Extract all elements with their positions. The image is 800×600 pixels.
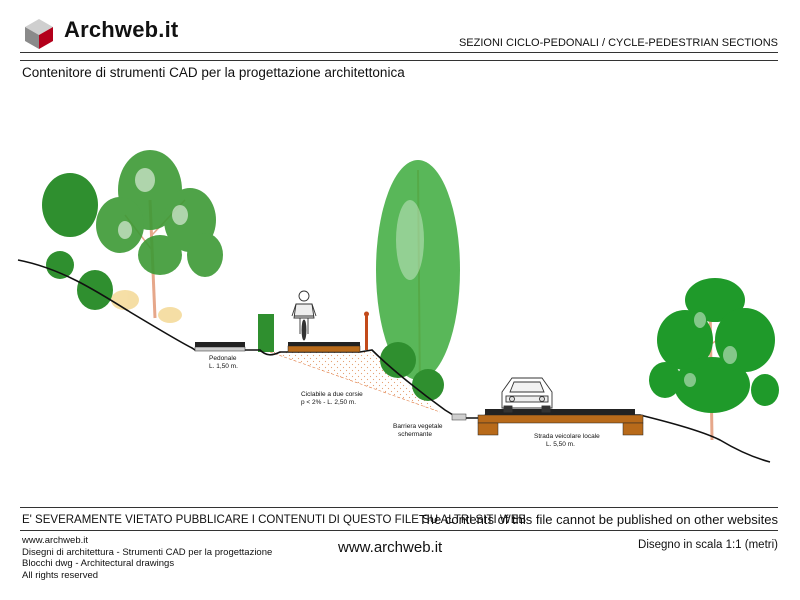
road-section: [451, 409, 644, 436]
footer-credit-line: All rights reserved: [22, 569, 99, 581]
drawing-scale: Disegno in scala 1:1 (metri): [638, 539, 778, 551]
header-divider: [20, 52, 778, 53]
footer-credits: www.archweb.it Disegni di architettura -…: [22, 535, 272, 581]
svg-text:L. 1,50 m.: L. 1,50 m.: [209, 363, 238, 370]
left-slope-trees: [42, 150, 274, 352]
header-divider-lower: [20, 60, 778, 61]
cyclist-figure: [291, 290, 317, 341]
svg-text:p < 2% - L. 2,50 m.: p < 2% - L. 2,50 m.: [301, 399, 356, 406]
label-strada: Strada veicolare locale L. 5,50 m.: [534, 433, 600, 448]
svg-text:L. 5,50 m.: L. 5,50 m.: [546, 441, 575, 448]
sidewalk-section: [194, 342, 246, 352]
footer-website-link[interactable]: www.archweb.it: [338, 539, 443, 556]
svg-text:Barriera vegetale: Barriera vegetale: [393, 423, 443, 430]
page-subtitle: Contenitore di strumenti CAD per la prog…: [22, 65, 405, 80]
footer-credit-line: Disegni di architettura - Strumenti CAD …: [22, 546, 273, 558]
cycle-path-section: [287, 311, 369, 353]
right-tree: [649, 278, 779, 441]
svg-text:schermante: schermante: [398, 431, 432, 438]
label-ciclabile: Ciclabile a due corsie p < 2% - L. 2,50 …: [301, 391, 363, 406]
brand-name: Archweb.it: [64, 17, 179, 42]
footer-credit-line[interactable]: www.archweb.it: [22, 535, 88, 546]
svg-text:Ciclabile a due corsie: Ciclabile a due corsie: [301, 391, 363, 398]
warning-english: The contents of this file cannot be publ…: [418, 512, 778, 527]
archweb-logo-icon: [25, 19, 53, 49]
footer-credit-line: Blocchi dwg - Architectural drawings: [22, 558, 175, 569]
svg-text:Pedonale: Pedonale: [209, 355, 237, 362]
footer-divider-lower: [20, 530, 778, 531]
cross-section-drawing: Pedonale L. 1,50 m. Ciclabile a due cors…: [17, 150, 779, 463]
svg-text:Strada veicolare locale: Strada veicolare locale: [534, 433, 600, 440]
car-figure: [501, 377, 553, 413]
poplar-tree: [376, 160, 460, 401]
label-pedonale: Pedonale L. 1,50 m.: [209, 355, 238, 370]
footer-divider: [20, 507, 778, 508]
warning-italian: E' SEVERAMENTE VIETATO PUBBLICARE I CONT…: [22, 514, 527, 526]
label-barriera: Barriera vegetale schermante: [393, 423, 443, 438]
section-title: SEZIONI CICLO-PEDONALI / CYCLE-PEDESTRIA…: [458, 37, 778, 49]
